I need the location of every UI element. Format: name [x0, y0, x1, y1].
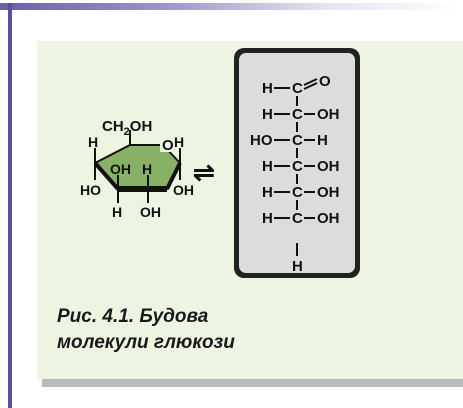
- chain-row-right-label: OH: [317, 158, 340, 175]
- equilibrium-arrow-icon: ⇌: [193, 157, 215, 187]
- ring-c4-h-label: H: [88, 134, 98, 150]
- chain-row-left-label: H: [262, 210, 273, 227]
- chain-row-right-label: OH: [317, 210, 340, 227]
- ring-c4-ho-label: HO: [80, 182, 101, 198]
- chain-box: [239, 53, 355, 273]
- chain-carbon-label: C: [292, 106, 303, 123]
- chain-row-left-label: H: [262, 158, 273, 175]
- ring-c3-h-label: H: [112, 204, 122, 220]
- chain-row-right-label: O: [319, 73, 331, 90]
- chain-carbon-label: C: [292, 158, 303, 175]
- chain-carbon-label: C: [292, 184, 303, 201]
- chain-carbon-label: C: [292, 80, 303, 97]
- ring-right-front-bond: [165, 162, 182, 190]
- ring-oxygen-label: O: [162, 137, 174, 154]
- ring-oxygen-gap: [160, 134, 176, 152]
- chain-row-left-label: H: [262, 106, 273, 123]
- chain-carbon-label: C: [292, 132, 303, 149]
- ring-c2-h-label: H: [142, 161, 152, 177]
- chain-bottom-h-label: H: [292, 258, 303, 275]
- figure-panel-shadow: [42, 379, 463, 387]
- ring-c1-oh-label: OH: [173, 182, 194, 198]
- chain-row-left-label: H: [262, 184, 273, 201]
- caption-line-2: молекули глюкози: [57, 332, 235, 353]
- top-accent-rule: [0, 3, 463, 10]
- chain-row-left-label: HO: [250, 132, 273, 149]
- chain-row-left-label: H: [262, 80, 273, 97]
- chain-row-right-label: OH: [317, 184, 340, 201]
- caption-line-1: Рис. 4.1. Будова: [57, 306, 209, 327]
- chain-carbon-label: C: [292, 210, 303, 227]
- chain-row-right-label: H: [317, 132, 328, 149]
- chain-row-right-label: OH: [317, 106, 340, 123]
- ring-ch2oh-label: CH2OH: [102, 118, 152, 138]
- ring-left-front-bond: [93, 161, 120, 191]
- aldehyde-double-bond: [303, 78, 318, 86]
- ring-c3-oh-label: OH: [110, 161, 131, 177]
- ring-c1-h-label: H: [174, 134, 184, 150]
- figure-caption: Рис. 4.1. Будова молекули глюкози: [57, 304, 357, 356]
- left-accent-rule: [8, 3, 12, 408]
- ring-c2-oh-label: OH: [140, 204, 161, 220]
- glucose-ring-structure: CH2OH O H OH H HO OH H H OH: [80, 118, 194, 220]
- aldehyde-double-bond: [303, 82, 318, 90]
